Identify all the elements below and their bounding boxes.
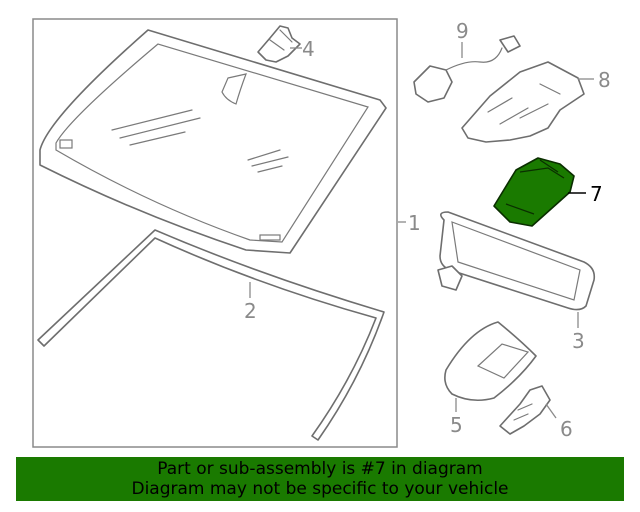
notice-line-2: Diagram may not be specific to your vehi… [131, 479, 509, 499]
callout-1: 1 [408, 211, 421, 235]
part-small-bracket[interactable] [499, 385, 551, 435]
part-mirror[interactable] [437, 211, 596, 311]
callout-2: 2 [244, 299, 257, 323]
callout-9: 9 [456, 19, 469, 43]
callout-7: 7 [590, 182, 603, 206]
windshield-group-frame [32, 18, 398, 448]
callout-8: 8 [598, 68, 611, 92]
part-bracket[interactable] [461, 61, 585, 143]
callout-6: 6 [560, 417, 573, 441]
part-windshield[interactable] [39, 29, 387, 254]
callout-5: 5 [450, 413, 463, 437]
callout-4: 4 [302, 37, 315, 61]
notice-banner: Part or sub-assembly is #7 in diagram Di… [16, 457, 624, 501]
part-cover[interactable] [444, 321, 537, 402]
part-clip[interactable] [257, 25, 301, 63]
part-harness[interactable] [413, 35, 521, 103]
callout-3: 3 [572, 329, 585, 353]
part-camera-module[interactable] [493, 157, 575, 227]
part-molding[interactable] [37, 229, 385, 441]
notice-line-1: Part or sub-assembly is #7 in diagram [157, 459, 483, 479]
